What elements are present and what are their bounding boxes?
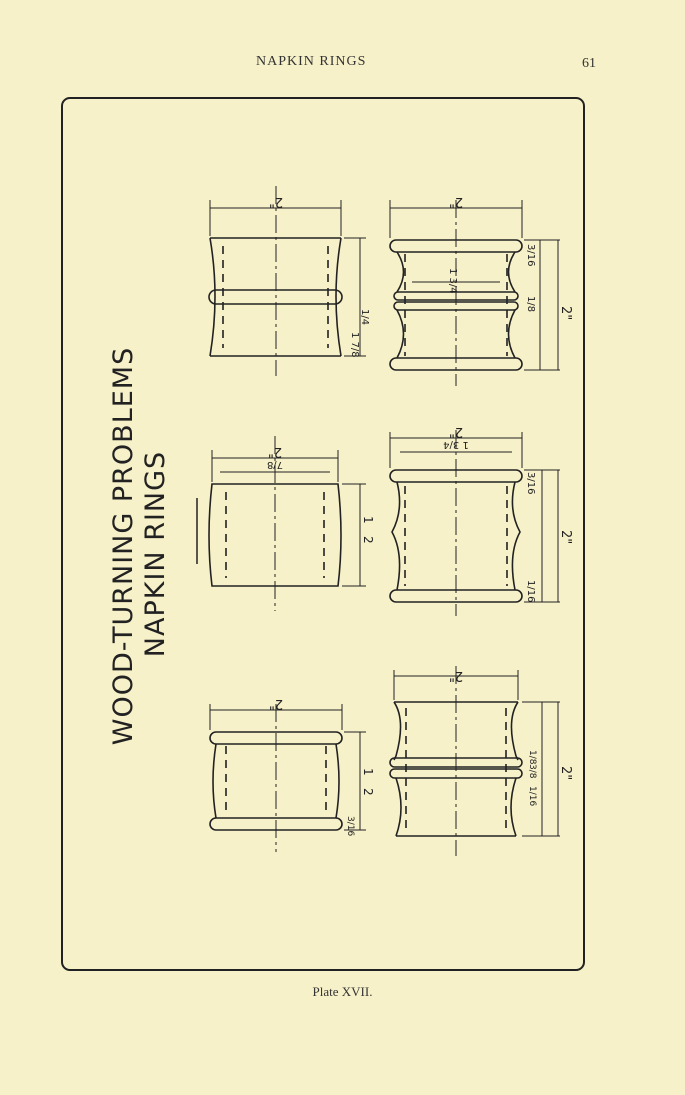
dim-f-bead-c: 1/16 xyxy=(527,786,537,806)
dim-c-inner: 7/8 xyxy=(267,459,283,470)
plate-frame: WOOD-TURNING PROBLEMS NAPKIN RINGS 2" 1/… xyxy=(60,96,586,972)
dim-f-bead-b: 3/8 xyxy=(527,764,537,779)
ring-drawing-b xyxy=(389,200,523,386)
dim-d-inner: 1 3/4 xyxy=(443,439,469,450)
dim-b-inner: 1 3/4 xyxy=(447,268,458,294)
running-title: NAPKIN RINGS xyxy=(256,54,367,69)
page-number: 61 xyxy=(582,56,596,71)
dim-f-width: 2" xyxy=(449,668,463,683)
dim-a-width: 2" xyxy=(269,194,283,209)
ring-drawing-a xyxy=(208,186,343,376)
plate-heading-group: WOOD-TURNING PROBLEMS NAPKIN RINGS xyxy=(108,347,171,746)
dim-d-foot: 1/16 xyxy=(525,580,536,602)
ring-drawing-c xyxy=(208,436,342,611)
dim-d-width: 2" xyxy=(449,424,463,439)
ring-drawing-d xyxy=(389,430,523,616)
dim-b-height: 2" xyxy=(558,306,573,320)
dim-b-width: 2" xyxy=(449,194,463,209)
dim-e-height-num: 1 xyxy=(361,768,375,776)
ring-f-dims xyxy=(393,670,560,837)
ring-e-dims xyxy=(209,704,366,831)
dim-e-height-den: 2 xyxy=(361,788,375,796)
dim-c-height-num: 1 xyxy=(361,516,375,524)
plate-drawing: WOOD-TURNING PROBLEMS NAPKIN RINGS 2" 1/… xyxy=(61,97,585,971)
ring-drawing-f xyxy=(389,666,523,856)
dim-b-bead: 3/16 xyxy=(525,244,536,266)
dim-c-height-den: 2 xyxy=(361,536,375,544)
dim-d-height: 2" xyxy=(558,530,573,544)
dim-f-height: 2" xyxy=(558,766,573,780)
ring-c-dims xyxy=(211,450,366,587)
dim-e-width: 2" xyxy=(269,696,283,711)
plate-heading-line1: WOOD-TURNING PROBLEMS xyxy=(108,347,139,746)
plate-border xyxy=(61,97,585,971)
ring-b-dims xyxy=(389,200,560,371)
ring-a-dims xyxy=(209,200,366,357)
dim-e-flange: 3/16 xyxy=(345,816,355,836)
plate-heading-line2: NAPKIN RINGS xyxy=(140,451,171,657)
dim-b-center: 1/8 xyxy=(525,296,536,312)
dim-a-bead: 1/4 xyxy=(359,309,370,325)
dim-c-width: 2" xyxy=(268,444,282,459)
running-head: NAPKIN RINGS 61 xyxy=(0,54,685,74)
dim-f-bead-a: 1/8 xyxy=(527,750,537,765)
plate-caption: Plate XVII. xyxy=(312,984,373,999)
dim-d-bead: 3/16 xyxy=(525,472,536,494)
ring-d-dims xyxy=(389,432,560,603)
ring-drawing-e xyxy=(209,704,343,852)
dim-a-height: 1 7/8 xyxy=(349,332,360,358)
